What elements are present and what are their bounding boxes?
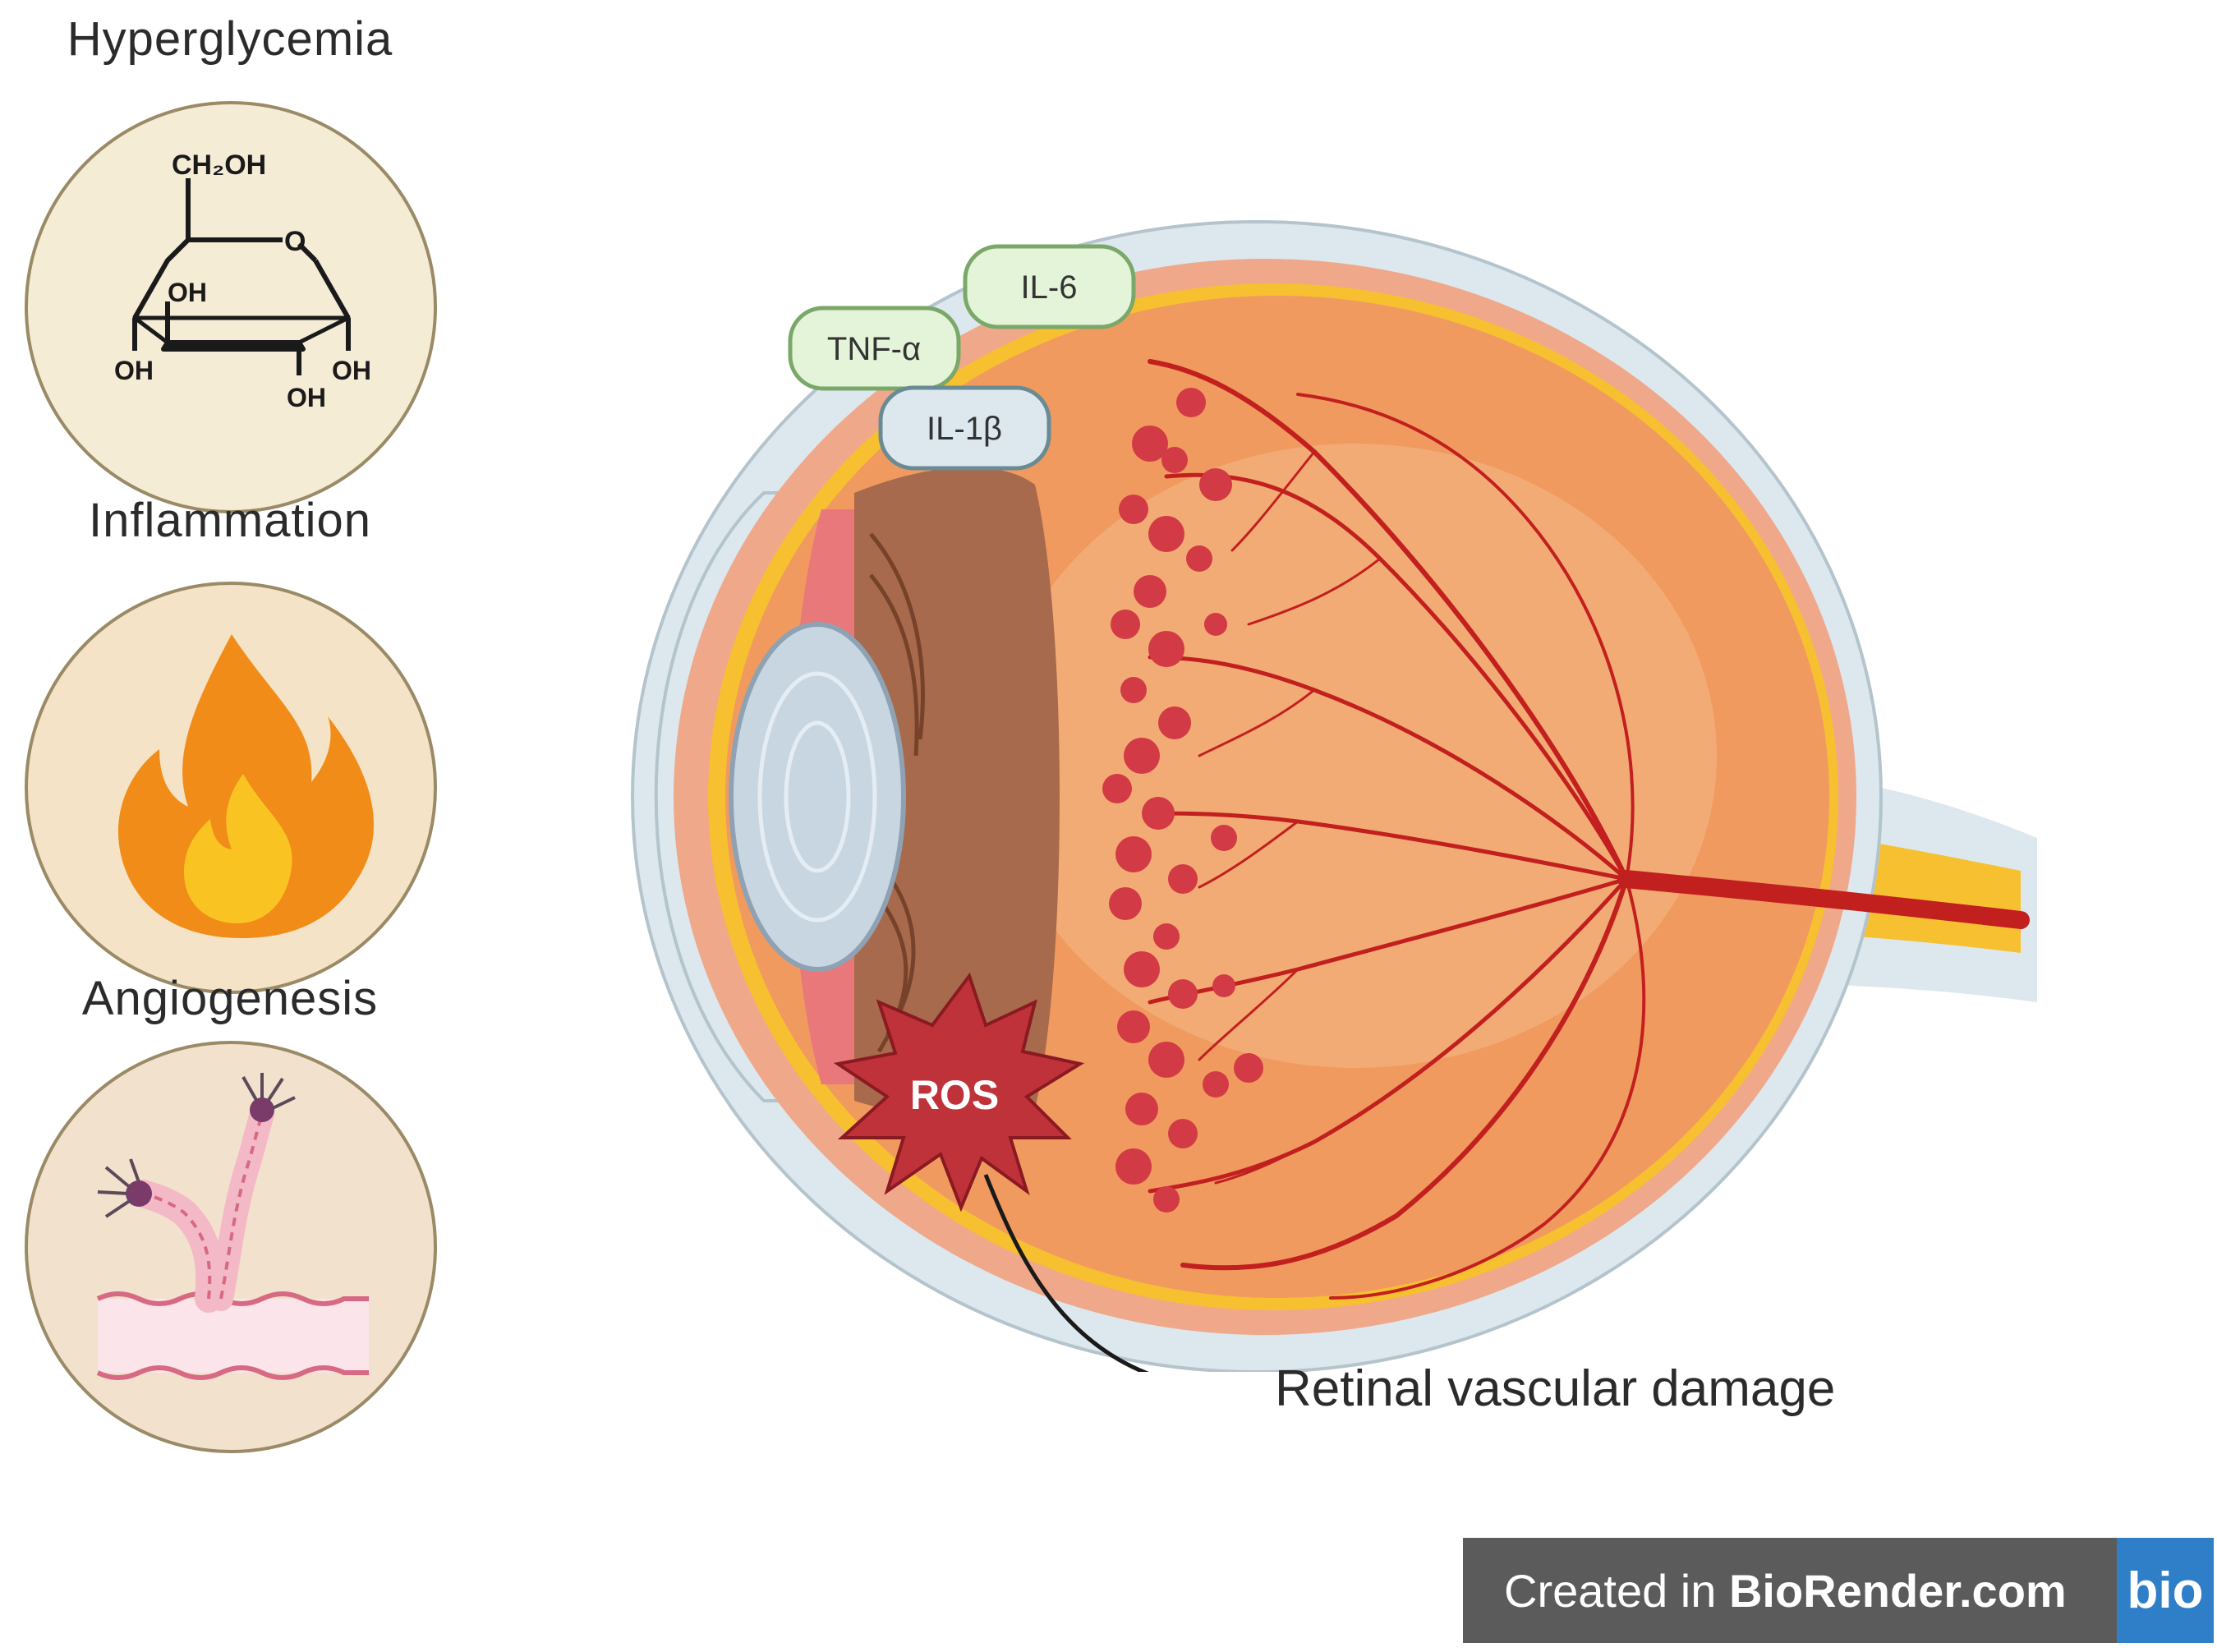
angiogenesis-circle bbox=[25, 1041, 437, 1453]
biorender-logo-icon: bio bbox=[2117, 1538, 2214, 1643]
oh-right-label: OH bbox=[332, 356, 371, 385]
oh-bottom-label: OH bbox=[287, 383, 326, 412]
hyperglycemia-circle: CH₂OH O OH OH OH OH bbox=[25, 101, 437, 513]
il6-pill: IL-6 bbox=[963, 244, 1136, 329]
retinal-vessels bbox=[1148, 359, 2030, 1300]
damage-arrow bbox=[983, 1174, 1150, 1372]
hyperglycemia-title: Hyperglycemia bbox=[67, 12, 393, 66]
flame-icon bbox=[117, 634, 375, 938]
ring-oxygen-label: O bbox=[284, 226, 306, 257]
biorender-badge[interactable]: Created in BioRender.com bio bbox=[1463, 1538, 2214, 1643]
hemorrhage-spots bbox=[1102, 388, 1263, 1213]
inflammation-title: Inflammation bbox=[88, 494, 372, 547]
angiogenesis-title: Angiogenesis bbox=[81, 972, 379, 1025]
retinal-damage-caption: Retinal vascular damage bbox=[1275, 1360, 1836, 1417]
blood-vessel-sprouting-icon bbox=[96, 1073, 369, 1380]
oh-top-label: OH bbox=[168, 278, 207, 307]
il1b-pill: IL-1β bbox=[878, 385, 1051, 471]
inflammation-circle bbox=[25, 582, 437, 994]
tnf-pill: TNF-α bbox=[788, 306, 961, 391]
tnf-label: TNF-α bbox=[827, 331, 921, 367]
eye-cross-section: IL-6 TNF-α IL-1β ROS bbox=[631, 220, 2037, 1372]
ros-starburst: ROS bbox=[833, 972, 1085, 1213]
badge-brand: BioRender.com bbox=[1728, 1564, 2067, 1617]
ros-label: ROS bbox=[910, 1072, 999, 1118]
ch2oh-label: CH₂OH bbox=[172, 150, 266, 181]
oh-left-label: OH bbox=[114, 356, 154, 385]
il1b-label: IL-1β bbox=[927, 411, 1002, 447]
badge-prefix: Created in bbox=[1504, 1564, 1729, 1617]
glucose-molecule-icon: CH₂OH O OH OH OH OH bbox=[114, 150, 371, 412]
il6-label: IL-6 bbox=[1021, 269, 1078, 306]
lens bbox=[729, 622, 906, 972]
